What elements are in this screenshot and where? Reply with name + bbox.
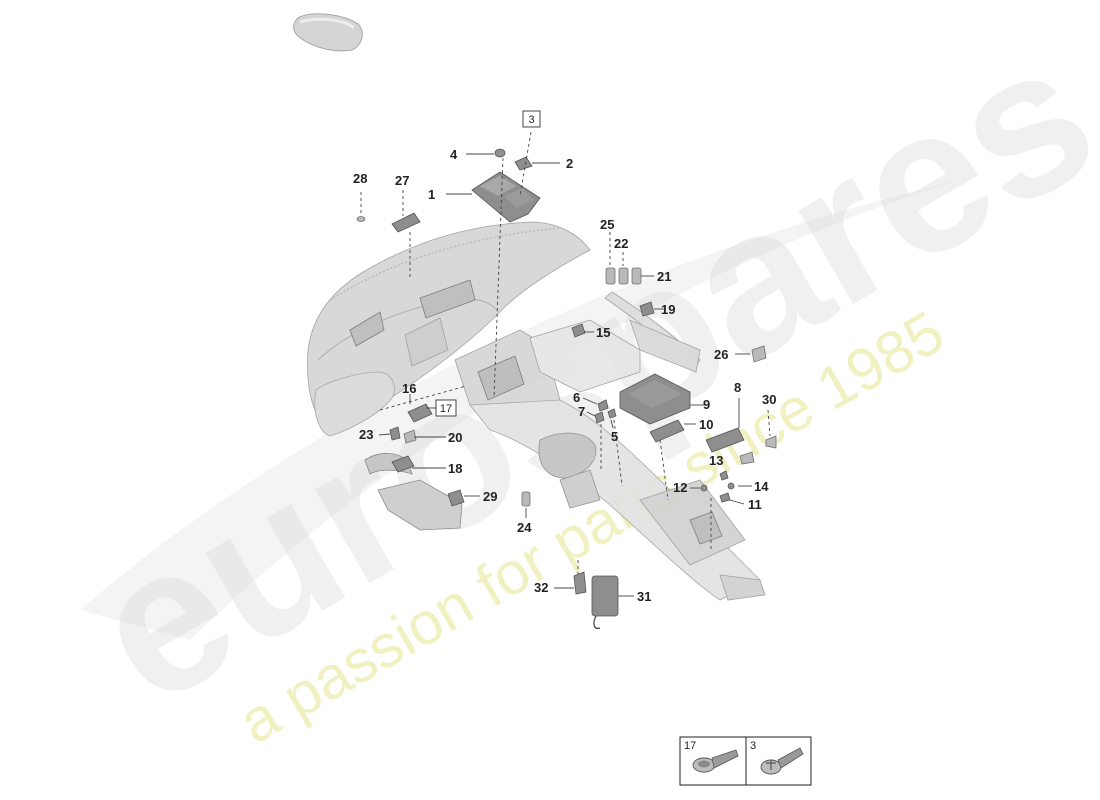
callout-1: 1 bbox=[428, 187, 435, 202]
callout-28: 28 bbox=[353, 171, 367, 186]
boxed-callout-17: 17 bbox=[426, 399, 457, 417]
callout-13: 13 bbox=[709, 453, 723, 468]
dashboard-assembly bbox=[307, 221, 766, 601]
svg-text:3: 3 bbox=[750, 740, 756, 752]
callout-24: 24 bbox=[517, 520, 532, 535]
callout-15: 15 bbox=[596, 325, 610, 340]
screw-flat-head-icon bbox=[692, 749, 739, 773]
fastener-legend: 17 3 bbox=[679, 736, 812, 786]
callout-12: 12 bbox=[673, 480, 687, 495]
legend-cell-3: 3 bbox=[750, 740, 804, 775]
callout-20: 20 bbox=[448, 430, 462, 445]
svg-text:17: 17 bbox=[440, 403, 452, 415]
watermark-swoosh bbox=[80, 180, 960, 640]
screw-flange-icon bbox=[760, 747, 804, 775]
boxed-callout-3: 3 bbox=[522, 110, 541, 128]
svg-text:17: 17 bbox=[684, 740, 696, 752]
boxed-callouts: 3 17 bbox=[426, 110, 541, 417]
callout-18: 18 bbox=[448, 461, 462, 476]
callout-21: 21 bbox=[657, 269, 671, 284]
callout-30: 30 bbox=[762, 392, 776, 407]
callout-27: 27 bbox=[395, 173, 409, 188]
callout-16: 16 bbox=[402, 381, 416, 396]
callout-29: 29 bbox=[483, 489, 497, 504]
legend-cell-17: 17 bbox=[684, 740, 739, 773]
callout-10: 10 bbox=[699, 417, 713, 432]
callout-32: 32 bbox=[534, 580, 548, 595]
callout-7: 7 bbox=[578, 404, 585, 419]
loose-trim-part bbox=[293, 13, 363, 52]
callout-2: 2 bbox=[566, 156, 573, 171]
callout-14: 14 bbox=[754, 479, 769, 494]
callout-6: 6 bbox=[573, 390, 580, 405]
callout-labels: 1 2 4 5 6 7 8 9 10 11 12 13 14 15 16 18 … bbox=[353, 147, 776, 604]
callout-23: 23 bbox=[359, 427, 373, 442]
callout-22: 22 bbox=[614, 236, 628, 251]
callout-5: 5 bbox=[611, 429, 618, 444]
callout-11: 11 bbox=[748, 497, 762, 512]
callout-8: 8 bbox=[734, 380, 741, 395]
callout-25: 25 bbox=[600, 217, 614, 232]
leader-lines bbox=[360, 131, 771, 597]
callout-31: 31 bbox=[637, 589, 651, 604]
callout-4: 4 bbox=[450, 147, 458, 162]
callout-19: 19 bbox=[661, 302, 675, 317]
parts bbox=[356, 148, 777, 629]
callout-26: 26 bbox=[714, 347, 728, 362]
callout-9: 9 bbox=[703, 397, 710, 412]
svg-text:3: 3 bbox=[528, 114, 534, 126]
